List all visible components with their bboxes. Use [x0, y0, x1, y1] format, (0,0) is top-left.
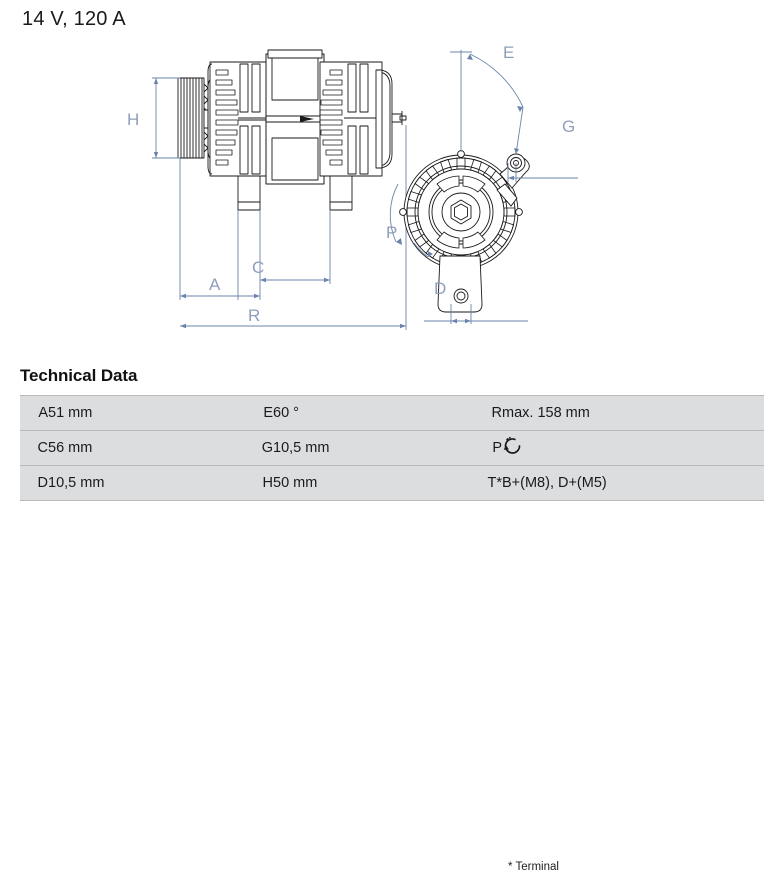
dimension-label-D: D — [434, 279, 446, 298]
spec-key: E — [245, 395, 273, 431]
table-row: C 56 mm G 10,5 mm P — [20, 430, 764, 466]
spec-value: 51 mm — [48, 395, 245, 431]
lower-mounting-foot — [437, 255, 483, 313]
table-footnote: * Terminal — [508, 861, 559, 873]
spec-key: A — [20, 395, 48, 431]
pulley-group — [177, 77, 209, 159]
table-row: D 10,5 mm H 50 mm T* B+(M8), D+(M5) — [20, 465, 764, 501]
front-view-dimensions — [389, 50, 578, 324]
dimension-label-A: A — [209, 275, 221, 294]
spec-key: P — [470, 430, 502, 466]
spec-value: 10,5 mm — [273, 430, 470, 466]
spec-value: 10,5 mm — [48, 465, 245, 501]
dimension-label-G: G — [562, 117, 575, 136]
alternator-side-view — [177, 49, 407, 211]
rear-cover — [375, 69, 393, 169]
dimension-label-P: P — [386, 223, 397, 242]
table-row: A 51 mm E 60 ° R max. 158 mm — [20, 395, 764, 431]
b-plus-terminal — [391, 111, 407, 125]
alternator-front-view — [399, 150, 530, 313]
dimension-label-H: H — [127, 110, 139, 129]
spec-key: C — [20, 430, 48, 466]
spec-key: T* — [470, 465, 502, 501]
dimension-label-E: E — [503, 43, 514, 62]
fan-windows — [436, 175, 486, 249]
technical-data-heading: Technical Data — [20, 366, 138, 385]
spec-key: R — [470, 395, 502, 431]
technical-data-section: Technical Data A 51 mm E 60 ° R max. 158… — [0, 360, 784, 873]
specifications-table: A 51 mm E 60 ° R max. 158 mm C 56 mm G 1… — [20, 395, 764, 501]
spec-value: max. 158 mm — [502, 395, 764, 431]
mounting-lugs — [237, 175, 353, 211]
counterclockwise-rotation-icon — [502, 435, 524, 461]
page-title: 14 V, 120 A — [22, 8, 126, 30]
drive-end-housing — [207, 61, 273, 177]
upper-mounting-ear — [496, 153, 530, 207]
spec-key: G — [245, 430, 273, 466]
spec-value-rotation — [502, 430, 764, 466]
spec-value: 60 ° — [273, 395, 470, 431]
spec-value: 50 mm — [273, 465, 470, 501]
spec-key: H — [245, 465, 273, 501]
stator-band — [265, 53, 325, 185]
dimension-label-R: R — [248, 306, 260, 325]
dimension-label-C: C — [252, 258, 264, 277]
spec-value: B+(M8), D+(M5) — [502, 465, 764, 501]
technical-drawing-area: H A C R — [0, 34, 784, 354]
slip-ring-end-housing — [319, 61, 383, 177]
spec-value: 56 mm — [48, 430, 245, 466]
side-view-dimensions — [152, 77, 407, 330]
spec-key: D — [20, 465, 48, 501]
